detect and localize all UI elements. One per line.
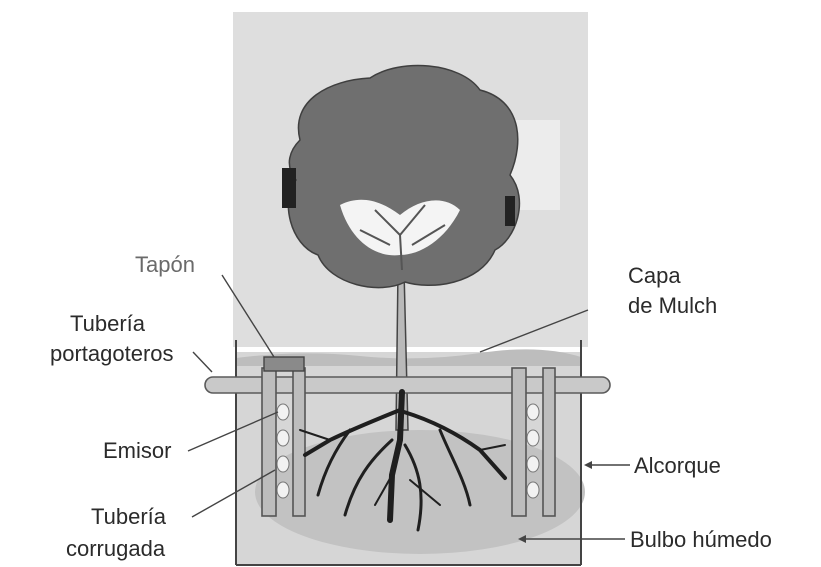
- tree-canopy: [282, 66, 519, 288]
- arrowhead-alcorque: [584, 461, 592, 469]
- leader-portagoteros: [193, 352, 212, 372]
- label-tuberia-corrugada-2: corrugada: [66, 536, 166, 561]
- label-capa: Capa: [628, 263, 681, 288]
- label-tuberia-corrugada-1: Tubería: [91, 504, 167, 529]
- label-tuberia-portagoteros-2: portagoteros: [50, 341, 174, 366]
- label-tapon: Tapón: [135, 252, 195, 277]
- label-emisor: Emisor: [103, 438, 171, 463]
- label-alcorque: Alcorque: [634, 453, 721, 478]
- label-de-mulch: de Mulch: [628, 293, 717, 318]
- label-tuberia-portagoteros-1: Tubería: [70, 311, 146, 336]
- label-bulbo-humedo: Bulbo húmedo: [630, 527, 772, 552]
